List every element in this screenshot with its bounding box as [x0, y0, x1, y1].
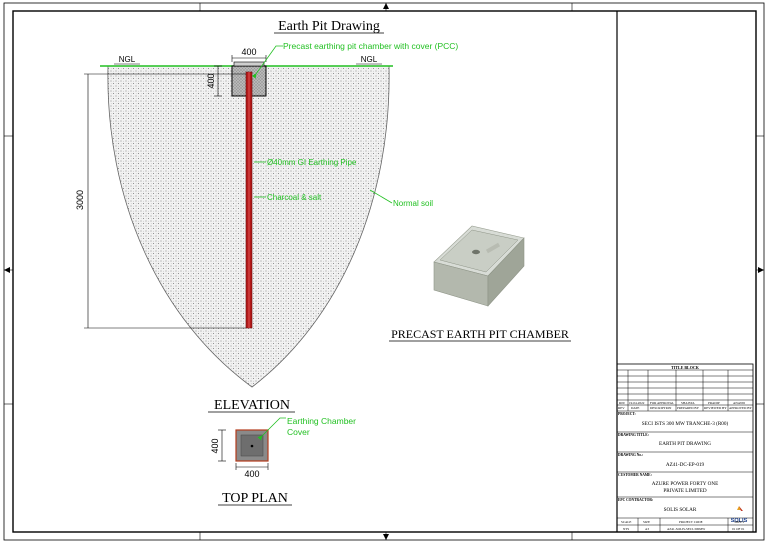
rev-header-date: DATE — [631, 405, 640, 410]
callout-charcoal-salt: Charcoal & salt — [267, 193, 322, 202]
title-block-heading: TITLE BLOCK — [671, 364, 699, 370]
photo-caption: PRECAST EARTH PIT CHAMBER — [391, 327, 569, 341]
customer-value-line1: AZURE POWER FORTY ONE — [651, 481, 719, 487]
solis-logo: SOLIS — [728, 500, 750, 524]
dim-depth: 3000 — [75, 190, 85, 210]
footer-header-scale: SCALE — [621, 519, 632, 524]
inner-frame — [12, 10, 757, 533]
callout-precast-chamber: Precast earthing pit chamber with cover … — [283, 41, 458, 51]
rev-header-reviewed: REVIEWED BY — [704, 405, 727, 410]
customer-value-line2: PRIVATE LIMITED — [663, 488, 707, 494]
footer-value-project-code: AZ41-SOLIS-SECI-300MW — [667, 526, 706, 531]
top-plan-callout-line1: Earthing Chamber — [287, 416, 356, 426]
rev-value-description: FOR APPROVAL — [650, 400, 675, 405]
epc-label: EPC CONTRACTOR: — [618, 498, 654, 502]
project-label: PROJECT: — [618, 412, 636, 416]
drawing-title-label: DRAWING TITLE: — [618, 433, 649, 437]
rev-value-approved: ANAND — [733, 400, 745, 405]
rev-value-rev: R00 — [619, 400, 625, 405]
footer-value-sheet: 01 OF 01 — [732, 526, 745, 531]
customer-label: CUSTOMER NAME: — [618, 473, 652, 477]
elevation-label: ELEVATION — [214, 398, 290, 413]
outer-frame — [3, 2, 765, 541]
footer-header-size: SIZE — [643, 519, 650, 524]
top-plan-dim-height: 400 — [210, 438, 220, 453]
drawing-title-value: EARTH PIT DRAWING — [659, 441, 711, 447]
top-plan-dim-width: 400 — [244, 469, 259, 479]
footer-value-scale: NTS — [623, 526, 630, 531]
drawing-no-label: DRAWING No.: — [618, 453, 644, 457]
project-value: SECI ISTS 300 MW TRANCHE-3 (R00) — [641, 421, 729, 427]
rev-header-prepared: PREPARED BY — [677, 405, 699, 410]
rev-header-rev: REV — [618, 405, 625, 410]
top-plan-label: TOP PLAN — [222, 491, 288, 506]
drawing-title: Earth Pit Drawing — [278, 19, 380, 34]
epc-value: SOLIS SOLAR — [663, 507, 697, 513]
rev-value-prepared: SHAISTA — [681, 400, 695, 405]
title-block-lines — [616, 363, 754, 533]
callout-normal-soil: Normal soil — [393, 199, 433, 208]
rev-value-reviewed: PRADIP — [708, 400, 720, 405]
solis-logo-text: SOLIS — [730, 518, 748, 524]
rev-value-date: 19-04-2022 — [629, 400, 645, 405]
dim-chamber-height: 400 — [206, 73, 216, 88]
ngl-right-label: NGL — [361, 55, 378, 64]
precast-chamber-photo — [416, 214, 536, 318]
rev-header-approved: APPROVED BY — [729, 405, 752, 410]
rev-header-description: DESCRIPTION — [650, 405, 672, 410]
ngl-left-label: NGL — [119, 55, 136, 64]
footer-header-project-code: PROJECT CODE — [679, 519, 703, 524]
dim-chamber-width: 400 — [241, 47, 256, 57]
callout-earthing-pipe: Ø40mm GI Earthing Pipe — [267, 158, 357, 167]
top-plan-callout-line2: Cover — [287, 427, 310, 437]
footer-value-size: A3 — [645, 526, 650, 531]
footer-header-sheet: SHEET — [734, 519, 745, 524]
drawing-no-value: AZ41-DC-EP-019 — [665, 462, 705, 468]
